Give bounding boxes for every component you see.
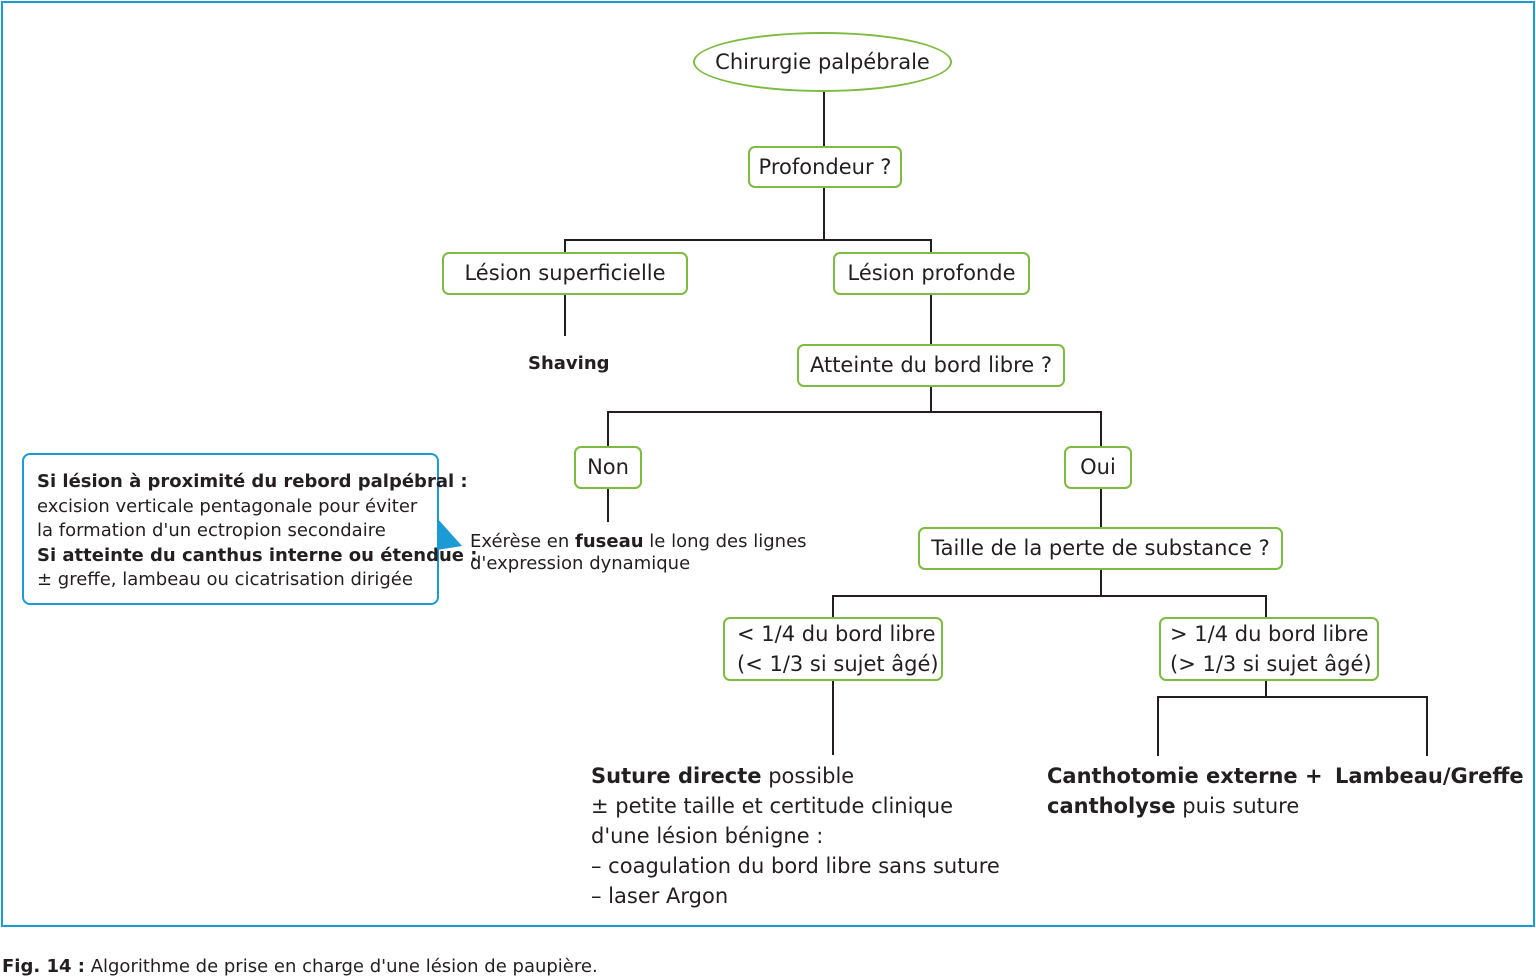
callout-heading-1: Si lésion à proximité du rebord palpébra… [37,471,468,492]
callout-line-5: ± greffe, lambeau ou cicatrisation dirig… [37,569,413,590]
caption-text: Algorithme de prise en charge d'une lési… [84,956,598,977]
diagram-frame [1,1,1535,927]
direct-suture-text: Suture directe possible ± petite taille … [591,764,1000,908]
shaving-label: Shaving [528,353,610,374]
root-label: Chirurgie palpébrale [715,49,930,74]
deep-lesion-node: Lésion profonde [833,252,1030,295]
small-size-node: < 1/4 du bord libre (< 1/3 si sujet âgé) [723,617,943,681]
no-node: Non [574,446,642,489]
superficial-lesion-label: Lésion superficielle [464,261,666,285]
callout-line-3: la formation d'un ectropion secondaire [37,520,386,541]
depth-question-node: Profondeur ? [748,146,902,188]
small-size-line2: (< 1/3 si sujet âgé) [737,652,939,676]
callout-heading-2: Si atteinte du canthus interne ou étendu… [37,544,478,566]
superficial-lesion-node: Lésion superficielle [442,252,688,295]
large-size-line2: (> 1/3 si sujet âgé) [1170,652,1372,676]
flap-graft-text: Lambeau/Greffe [1335,764,1524,788]
canthotomy-text: Canthotomie externe + cantholyse puis su… [1047,764,1323,818]
callout-pointer [437,518,462,550]
root-node: Chirurgie palpébrale [693,32,952,92]
large-size-line1: > 1/4 du bord libre [1170,622,1369,646]
no-label: Non [587,455,629,479]
size-question-node: Taille de la perte de substance ? [918,527,1283,570]
large-size-node: > 1/4 du bord libre (> 1/3 si sujet âgé) [1159,617,1379,681]
figure-caption: Fig. 14 : Algorithme de prise en charge … [2,956,598,977]
depth-question-label: Profondeur ? [758,154,892,179]
yes-node: Oui [1064,446,1132,489]
free-edge-question-node: Atteinte du bord libre ? [797,344,1065,387]
deep-lesion-label: Lésion profonde [847,261,1016,285]
caption-label: Fig. 14 : [2,956,85,977]
size-question-label: Taille de la perte de substance ? [931,536,1270,560]
no-result-text: Exérèse en fuseau le long des lignes d'e… [470,531,807,574]
small-size-line1: < 1/4 du bord libre [737,622,936,646]
callout-line-2: excision verticale pentagonale pour évit… [37,495,418,517]
callout-box: Si lésion à proximité du rebord palpébra… [22,453,477,605]
yes-label: Oui [1080,455,1116,479]
free-edge-question-label: Atteinte du bord libre ? [809,353,1053,377]
